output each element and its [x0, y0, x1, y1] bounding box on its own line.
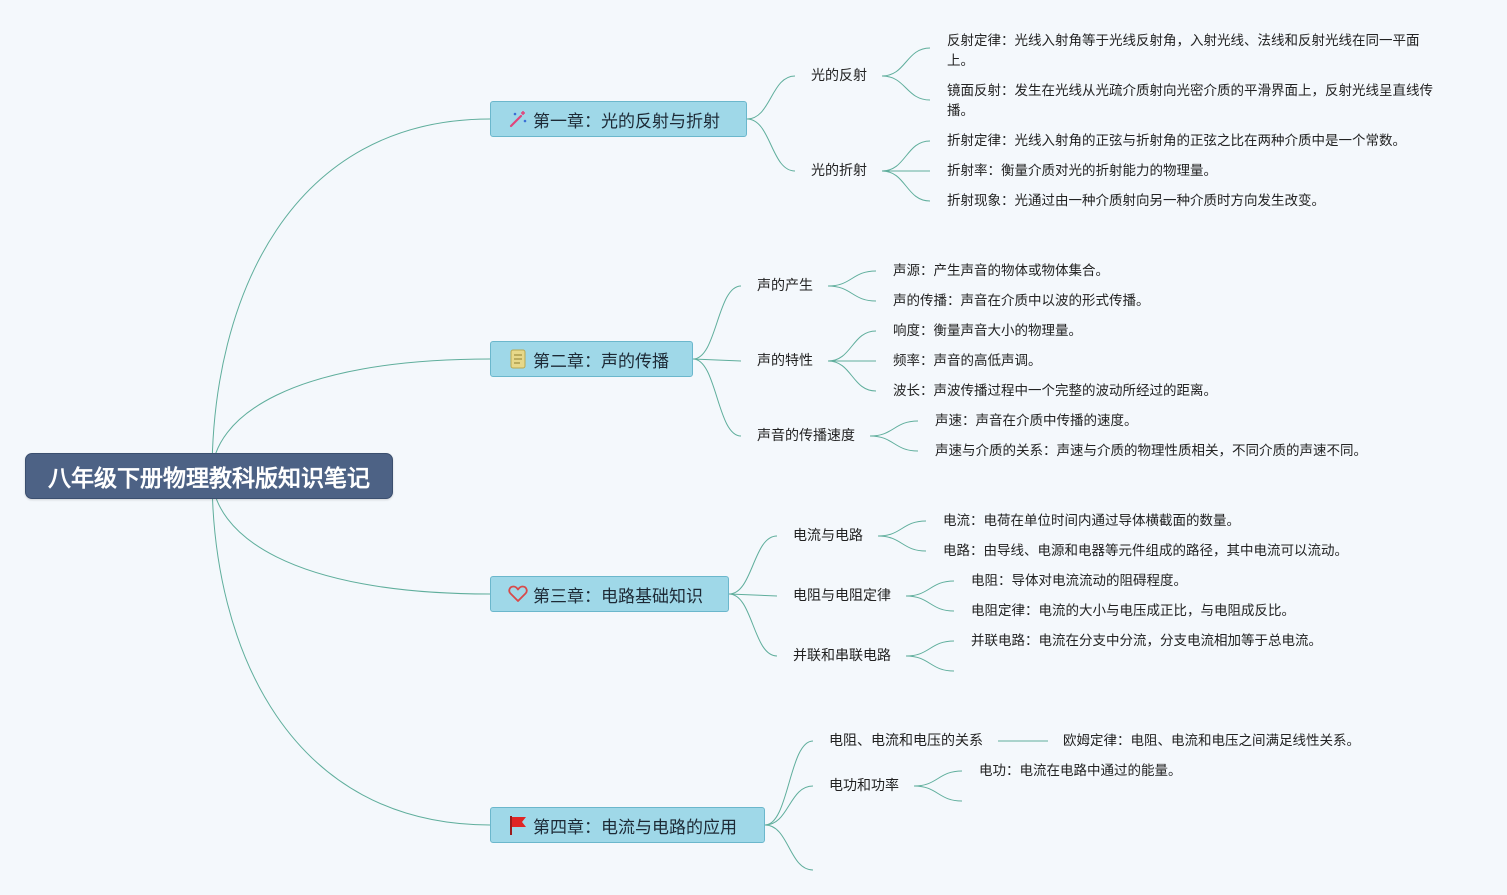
topic-light-refraction[interactable]: 光的折射 [811, 163, 867, 179]
note-speed-medium-relation[interactable]: 声速与介质的关系：声速与介质的物理性质相关，不同介质的声速不同。 [935, 443, 1367, 459]
topic-sound-production[interactable]: 声的产生 [757, 278, 813, 294]
note-circuit[interactable]: 电路：由导线、电源和电器等元件组成的路径，其中电流可以流动。 [943, 543, 1348, 559]
link-c3t3-n1 [905, 640, 955, 657]
note-resistance[interactable]: 电阻：导体对电流流动的阻碍程度。 [971, 573, 1187, 589]
note-wavelength[interactable]: 波长：声波传播过程中一个完整的波动所经过的距离。 [893, 383, 1217, 399]
link-root-ch2 [211, 358, 491, 476]
note-frequency[interactable]: 频率：声音的高低声调。 [893, 353, 1042, 369]
chapter-4-node[interactable]: 第四章：电流与电路的应用 [490, 807, 765, 843]
link-c3t1-n1 [877, 520, 927, 537]
link-ch4-t3 [764, 824, 814, 871]
note-electric-work[interactable]: 电功：电流在电路中通过的能量。 [979, 763, 1182, 779]
link-ch2-t3 [692, 358, 742, 437]
link-c3t2-n1 [905, 580, 955, 597]
topic-electric-power[interactable]: 电功和功率 [829, 778, 899, 794]
link-t1-n2 [881, 75, 931, 101]
link-ch2-t1 [692, 285, 742, 360]
chapter-3-label: 第三章：电路基础知识 [533, 586, 703, 607]
topic-resistance-law[interactable]: 电阻与电阻定律 [793, 588, 891, 604]
note-ohms-law[interactable]: 欧姆定律：电阻、电流和电压之间满足线性关系。 [1063, 733, 1360, 749]
link-c2t2-n1 [827, 330, 877, 362]
note-sound-propagation[interactable]: 声的传播：声音在介质中以波的形式传播。 [893, 293, 1150, 309]
topic-ohm-relation[interactable]: 电阻、电流和电压的关系 [829, 733, 983, 749]
link-t2-n1 [881, 140, 931, 172]
note-parallel-circuit[interactable]: 并联电路：电流在分支中分流，分支电流相加等于总电流。 [971, 633, 1322, 649]
root-topic[interactable]: 八年级下册物理教科版知识笔记 [25, 453, 393, 499]
link-ch3-t2 [728, 593, 778, 597]
chapter-4-label: 第四章：电流与电路的应用 [533, 817, 737, 838]
heart-icon [507, 583, 529, 605]
chapter-2-node[interactable]: 第二章：声的传播 [490, 341, 693, 377]
link-c2t3-n1 [869, 420, 919, 437]
note-resistance-law[interactable]: 电阻定律：电流的大小与电压成正比，与电阻成反比。 [971, 603, 1295, 619]
link-c2t1-n2 [827, 285, 877, 302]
link-ch4-t2 [764, 785, 814, 826]
link-c2t1-n1 [827, 270, 877, 287]
note-refractive-index[interactable]: 折射率：衡量介质对光的折射能力的物理量。 [947, 163, 1217, 179]
link-c2t3-n2 [869, 435, 919, 452]
root-topic-label: 八年级下册物理教科版知识笔记 [48, 466, 370, 492]
note-sound-source[interactable]: 声源：产生声音的物体或物体集合。 [893, 263, 1109, 279]
topic-sound-speed[interactable]: 声音的传播速度 [757, 428, 855, 444]
link-c3t1-n2 [877, 535, 927, 552]
chapter-1-node[interactable]: 第一章：光的反射与折射 [490, 101, 747, 137]
note-refraction-phenomenon[interactable]: 折射现象：光通过由一种介质射向另一种介质时方向发生改变。 [947, 193, 1325, 209]
document-icon [507, 348, 529, 370]
note-specular-reflection[interactable]: 镜面反射：发生在光线从光疏介质射向光密介质的平滑界面上，反射光线呈直线传播。 [947, 83, 1433, 119]
link-ch3-t1 [728, 535, 778, 595]
note-reflection-law[interactable]: 反射定律：光线入射角等于光线反射角，入射光线、法线和反射光线在同一平面上。 [947, 33, 1420, 69]
link-c4t2-n1 [913, 770, 963, 787]
link-root-ch1 [211, 118, 491, 476]
chapter-1-label: 第一章：光的反射与折射 [533, 111, 720, 132]
link-ch3-t3 [728, 593, 778, 657]
link-c3t3-n2 [905, 655, 955, 672]
link-root-ch4 [211, 474, 491, 826]
red-flag-icon [507, 814, 529, 836]
note-refraction-law[interactable]: 折射定律：光线入射角的正弦与折射角的正弦之比在两种介质中是一个常数。 [947, 133, 1406, 149]
link-c3t2-n2 [905, 595, 955, 612]
topic-current-circuit[interactable]: 电流与电路 [793, 528, 863, 544]
link-ch4-t1 [764, 740, 814, 826]
link-t1-n1 [881, 47, 931, 77]
topic-light-reflection[interactable]: 光的反射 [811, 68, 867, 84]
topic-parallel-series[interactable]: 并联和串联电路 [793, 648, 891, 664]
topic-sound-properties[interactable]: 声的特性 [757, 353, 813, 369]
link-c4t2-n2 [913, 785, 963, 802]
note-current[interactable]: 电流：电荷在单位时间内通过导体横截面的数量。 [943, 513, 1240, 529]
link-t2-n3 [881, 170, 931, 202]
link-ch1-t1 [746, 75, 796, 120]
chapter-2-label: 第二章：声的传播 [533, 351, 669, 372]
note-loudness[interactable]: 响度：衡量声音大小的物理量。 [893, 323, 1082, 339]
link-ch2-t2 [692, 358, 742, 362]
chapter-3-node[interactable]: 第三章：电路基础知识 [490, 576, 729, 612]
note-sound-speed[interactable]: 声速：声音在介质中传播的速度。 [935, 413, 1138, 429]
link-c2t2-n3 [827, 360, 877, 392]
link-ch1-t2 [746, 118, 796, 172]
magic-wand-icon [507, 108, 529, 130]
